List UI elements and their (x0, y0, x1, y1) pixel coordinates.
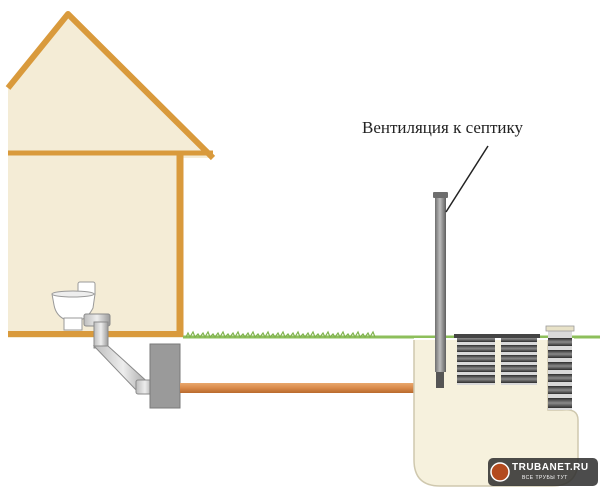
inspection-well (149, 343, 181, 409)
riser-left (454, 334, 498, 385)
riser-middle (498, 334, 540, 385)
house (5, 11, 216, 338)
watermark-subtext: ВСЕ ТРУБЫ ТУТ (522, 475, 568, 481)
callout-leader (445, 145, 489, 213)
vent-callout-label: Вентиляция к септику (362, 118, 524, 137)
riser-right (545, 325, 575, 410)
house-wall (8, 158, 183, 338)
roof-trim (5, 11, 216, 161)
vent-pipe (433, 192, 448, 372)
toilet (51, 281, 96, 331)
watermark-logo-icon (490, 462, 510, 482)
watermark-text: TRUBANET.RU (512, 462, 589, 473)
house-roof-fill (8, 14, 213, 158)
sewer-pipe (180, 383, 432, 393)
watermark-badge (488, 458, 598, 486)
